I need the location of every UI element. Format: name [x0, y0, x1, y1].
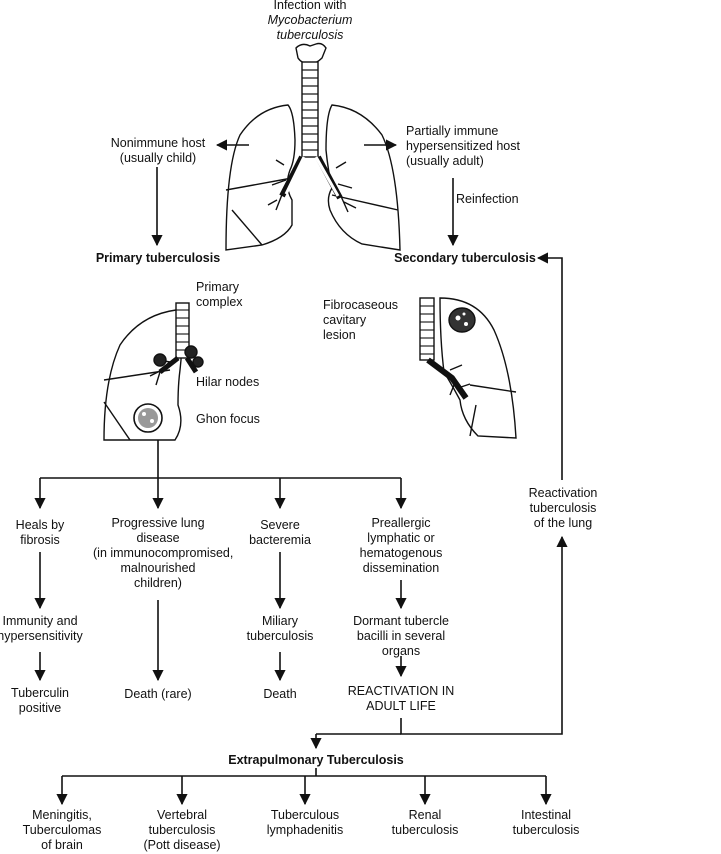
lungs-illustration-top — [225, 42, 401, 251]
lymphadenitis-line2: lymphadenitis — [266, 823, 344, 837]
tuberculin-positive-label: Tuberculin positive — [0, 686, 85, 716]
miliary-line2: tuberculosis — [246, 629, 314, 643]
progressive-line4: malnourished — [120, 561, 196, 575]
tuberculin-line1: Tuberculin — [11, 686, 69, 700]
tuberculin-line2: positive — [18, 701, 62, 715]
immunity-line1: Immunity and — [2, 614, 78, 628]
heals-line2: fibrosis — [20, 533, 60, 547]
immunity-line2: hypersensitivity — [0, 629, 83, 643]
progressive-line1: Progressive lung — [111, 516, 205, 530]
severe-bacteremia-label: Severe bacteremia — [235, 518, 325, 548]
vertebral-line2: tuberculosis — [148, 823, 216, 837]
heals-by-fibrosis-label: Heals by fibrosis — [0, 518, 85, 548]
reactivation-lung-line3: of the lung — [533, 516, 593, 530]
partially-immune-line1: Partially immune — [406, 124, 499, 138]
fibrocaseous-lung — [419, 297, 517, 439]
intestinal-label: Intestinal tuberculosis — [496, 808, 596, 838]
infection-line1: Infection with — [273, 0, 347, 12]
ghon-focus-label: Ghon focus — [196, 412, 260, 426]
miliary-tuberculosis-label: Miliary tuberculosis — [235, 614, 325, 644]
meningitis-label: Meningitis, Tuberculomas of brain — [12, 808, 112, 853]
bacteremia-line1: Severe — [260, 518, 300, 532]
secondary-tuberculosis-label: Secondary tuberculosis — [394, 251, 536, 265]
fibrocaseous-line2: cavitary — [323, 313, 367, 327]
primary-complex-label: Primary complex — [196, 280, 243, 310]
nonimmune-line2: (usually child) — [119, 151, 197, 165]
meningitis-line1: Meningitis, — [32, 808, 92, 822]
vertebral-label: Vertebral tuberculosis (Pott disease) — [132, 808, 232, 853]
hilar-nodes-label: Hilar nodes — [196, 375, 260, 389]
reactivation-lung-label: Reactivation tuberculosis of the lung — [513, 486, 613, 531]
nonimmune-host-label: Nonimmune host (usually child) — [88, 136, 228, 166]
primary-complex-line2: complex — [196, 295, 243, 309]
reactivation-adult-line1: REACTIVATION IN — [347, 684, 455, 698]
heals-line1: Heals by — [15, 518, 65, 532]
immunity-label: Immunity and hypersensitivity — [0, 614, 92, 644]
preallergic-line3: hematogenous — [359, 546, 443, 560]
lymphadenitis-label: Tuberculous lymphadenitis — [255, 808, 355, 838]
partially-immune-line2: hypersensitized host — [406, 139, 520, 153]
partially-immune-label: Partially immune hypersensitized host (u… — [406, 124, 556, 169]
renal-label: Renal tuberculosis — [375, 808, 475, 838]
meningitis-line2: Tuberculomas — [22, 823, 102, 837]
preallergic-line2: lymphatic or — [367, 531, 435, 545]
renal-line1: Renal — [408, 808, 442, 822]
fibrocaseous-line1: Fibrocaseous — [323, 298, 399, 312]
dormant-line3: organs — [381, 644, 421, 658]
vertebral-line3: (Pott disease) — [143, 838, 221, 852]
dormant-line1: Dormant tubercle — [353, 614, 449, 628]
miliary-line1: Miliary — [261, 614, 299, 628]
reactivation-adult-label: REACTIVATION IN ADULT LIFE — [341, 684, 461, 714]
intestinal-line1: Intestinal — [520, 808, 572, 822]
extrapulmonary-label: Extrapulmonary Tuberculosis — [228, 753, 404, 767]
vertebral-line1: Vertebral — [156, 808, 208, 822]
infection-label: Infection with Mycobacterium tuberculosi… — [250, 0, 370, 43]
infection-line2: Mycobacterium — [267, 13, 353, 27]
partially-immune-line3: (usually adult) — [406, 154, 484, 168]
lymphadenitis-line1: Tuberculous — [270, 808, 340, 822]
infection-line3: tuberculosis — [276, 28, 344, 42]
preallergic-line1: Preallergic — [371, 516, 431, 530]
intestinal-line2: tuberculosis — [512, 823, 580, 837]
meningitis-line3: of brain — [41, 838, 83, 852]
dormant-line2: bacilli in several — [356, 629, 446, 643]
preallergic-label: Preallergic lymphatic or hematogenous di… — [346, 516, 456, 576]
death-rare-label: Death (rare) — [124, 687, 192, 701]
progressive-lung-disease-label: Progressive lung disease (in immunocompr… — [93, 516, 234, 591]
reactivation-lung-line2: tuberculosis — [529, 501, 597, 515]
preallergic-line4: dissemination — [362, 561, 440, 575]
progressive-line2: disease — [136, 531, 180, 545]
connector-arrows — [34, 139, 568, 806]
fibrocaseous-label: Fibrocaseous cavitary lesion — [323, 298, 398, 343]
primary-complex-line1: Primary — [196, 280, 240, 294]
primary-tuberculosis-label: Primary tuberculosis — [95, 251, 221, 265]
progressive-line3: (in immunocompromised, — [93, 546, 234, 560]
death-label: Death — [263, 687, 297, 701]
dormant-bacilli-label: Dormant tubercle bacilli in several orga… — [341, 614, 461, 659]
progressive-line5: children) — [134, 576, 182, 590]
reinfection-label: Reinfection — [456, 192, 519, 206]
primary-complex-lung — [103, 302, 204, 441]
reactivation-adult-line2: ADULT LIFE — [366, 699, 436, 713]
nonimmune-line1: Nonimmune host — [110, 136, 206, 150]
fibrocaseous-line3: lesion — [323, 328, 356, 342]
renal-line2: tuberculosis — [391, 823, 459, 837]
reactivation-lung-line1: Reactivation — [528, 486, 598, 500]
bacteremia-line2: bacteremia — [249, 533, 311, 547]
